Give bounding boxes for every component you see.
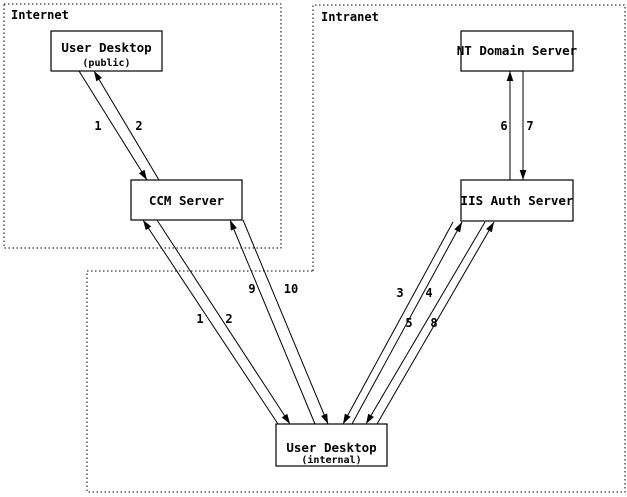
node-nt-domain-server: NT Domain Server xyxy=(457,30,578,72)
edge-iis-to-internal-desktop-5-label: 5 xyxy=(405,316,412,330)
node-user-desktop-public-title: User Desktop xyxy=(61,40,151,55)
edge-iis-to-internal-desktop-5: 5 xyxy=(365,221,486,425)
arrowhead-icon xyxy=(486,222,494,233)
node-ccm-server-title: CCM Server xyxy=(149,193,225,208)
zone-internet-border xyxy=(3,3,282,249)
edge-public-desktop-to-ccm-label: 1 xyxy=(94,119,101,133)
node-ccm-server-box xyxy=(130,179,243,221)
node-iis-auth-server: IIS Auth Server xyxy=(460,179,574,222)
arrowhead-icon xyxy=(519,170,527,180)
edge-ccm-to-internal-desktop-line xyxy=(156,219,291,425)
edge-internal-desktop-to-iis-4-label: 4 xyxy=(425,286,432,300)
node-iis-auth-server-box xyxy=(460,179,574,222)
edge-iis-to-internal-desktop-3-label: 3 xyxy=(396,286,403,300)
edge-iis-to-internal-desktop-3-line xyxy=(342,221,454,425)
edge-internal-desktop-to-iis-4: 4 xyxy=(351,221,463,425)
edge-internal-desktop-to-ccm-label: 1 xyxy=(196,312,203,326)
arrowhead-icon xyxy=(281,413,290,424)
edge-ccm-to-public-desktop-label: 2 xyxy=(135,119,142,133)
edge-internal-desktop-to-ccm-9-line xyxy=(229,219,316,425)
node-user-desktop-internal: User Desktop(internal) xyxy=(275,423,388,467)
zone-internet: Internet xyxy=(3,3,282,249)
node-user-desktop-public-subtitle: (public) xyxy=(82,57,130,69)
node-user-desktop-internal-subtitle: (internal) xyxy=(301,454,361,466)
arrowhead-icon xyxy=(321,413,328,424)
edge-public-desktop-to-ccm: 1 xyxy=(78,70,148,181)
arrowhead-icon xyxy=(343,413,351,424)
node-nt-domain-server-title: NT Domain Server xyxy=(457,43,578,58)
node-user-desktop-public-box xyxy=(50,30,163,72)
arrowhead-icon xyxy=(94,71,102,82)
zone-internet-label: Internet xyxy=(11,8,69,22)
edge-nt-domain-to-iis-7-label: 7 xyxy=(526,119,533,133)
arrowhead-icon xyxy=(506,71,514,81)
arrowhead-icon xyxy=(230,220,237,231)
edge-iis-to-internal-desktop-3: 3 xyxy=(342,221,454,425)
edge-iis-to-internal-desktop-5-line xyxy=(365,221,486,425)
arrowhead-icon xyxy=(366,413,374,424)
arrowhead-icon xyxy=(138,169,147,180)
edge-internal-desktop-to-iis-8-line xyxy=(376,221,495,425)
edge-ccm-to-internal-desktop-10: 10 xyxy=(242,219,329,425)
edge-ccm-to-internal-desktop-10-line xyxy=(242,219,329,425)
edge-nt-domain-to-iis-7: 7 xyxy=(519,71,534,180)
edge-public-desktop-to-ccm-line xyxy=(78,70,148,181)
node-user-desktop-internal-box xyxy=(275,423,388,467)
edge-ccm-to-internal-desktop: 2 xyxy=(156,219,291,425)
node-iis-auth-server-title: IIS Auth Server xyxy=(461,193,574,208)
edge-internal-desktop-to-iis-8: 8 xyxy=(376,221,495,425)
edge-internal-desktop-to-ccm-9-label: 9 xyxy=(248,282,255,296)
arrowhead-icon xyxy=(143,220,152,231)
node-user-desktop-public: User Desktop (public) xyxy=(50,30,163,72)
edge-ccm-to-public-desktop-line xyxy=(93,70,160,181)
node-user-desktop-internal-title: User Desktop xyxy=(286,440,376,455)
edge-internal-desktop-to-iis-8-label: 8 xyxy=(430,316,437,330)
zone-intranet-border xyxy=(86,4,626,493)
edge-internal-desktop-to-ccm-9: 9 xyxy=(229,219,316,425)
zone-intranet-label: Intranet xyxy=(321,10,379,24)
edge-internal-desktop-to-iis-4-line xyxy=(351,221,463,425)
edge-internal-desktop-to-ccm: 1 xyxy=(142,219,279,425)
edge-ccm-to-public-desktop: 2 xyxy=(93,70,160,181)
edge-ccm-to-internal-desktop-10-label: 10 xyxy=(284,282,298,296)
node-ccm-server: CCM Server xyxy=(130,179,243,221)
edge-iis-to-nt-domain-6-label: 6 xyxy=(500,119,507,133)
arrowhead-icon xyxy=(454,222,462,233)
node-nt-domain-server-box xyxy=(460,30,574,72)
zone-intranet: Intranet xyxy=(86,4,626,493)
edge-ccm-to-internal-desktop-label: 2 xyxy=(225,312,232,326)
edge-iis-to-nt-domain-6: 6 xyxy=(500,71,514,180)
edge-internal-desktop-to-ccm-line xyxy=(142,219,279,425)
